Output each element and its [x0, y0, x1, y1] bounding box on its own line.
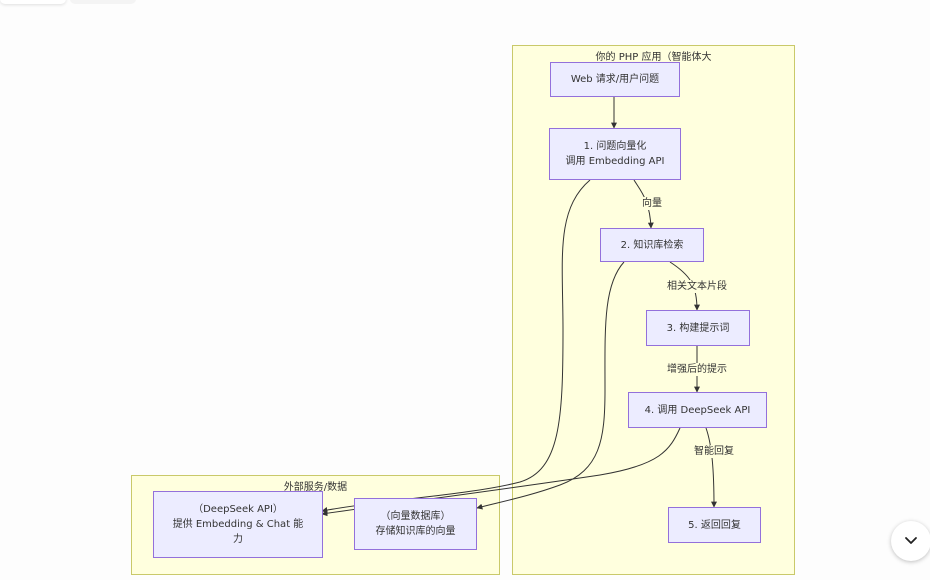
node-deepseek-api-sublabel-cont: 力	[233, 534, 243, 545]
top-tab-chip-secondary[interactable]	[70, 0, 136, 4]
node-vector-database-sublabel: 存储知识库的向量	[375, 526, 456, 537]
node-return-reply[interactable]: 5. 返回回复	[668, 507, 761, 543]
scroll-down-button[interactable]	[891, 521, 930, 561]
node-deepseek-api-sublabel: 提供 Embedding & Chat 能	[172, 519, 304, 530]
cluster-php-app-title: 你的 PHP 应用（智能体大	[595, 52, 712, 63]
node-vectorize-label: 1. 问题向量化	[583, 141, 647, 152]
node-deepseek-api-label: （DeepSeek API）	[193, 504, 283, 515]
node-vector-database[interactable]: （向量数据库） 存储知识库的向量	[354, 498, 477, 550]
node-web-request[interactable]: Web 请求/用户问题	[550, 62, 680, 97]
edge-label-vector: 向量	[641, 197, 663, 210]
node-build-prompt-label: 3. 构建提示词	[666, 322, 730, 334]
edge-label-fragments: 相关文本片段	[666, 280, 728, 293]
chevron-down-icon	[905, 537, 917, 544]
node-call-deepseek-label: 4. 调用 DeepSeek API	[644, 404, 751, 416]
node-knowledge-search[interactable]: 2. 知识库检索	[600, 228, 704, 262]
cluster-external-title: 外部服务/数据	[283, 482, 348, 493]
node-vector-database-label: （向量数据库）	[380, 511, 451, 522]
edge-label-enhanced-prompt: 增强后的提示	[666, 363, 728, 376]
edge-label-smart-reply: 智能回复	[693, 445, 735, 458]
node-return-reply-label: 5. 返回回复	[688, 519, 741, 531]
top-tab-chip[interactable]	[0, 0, 66, 4]
node-vectorize-question[interactable]: 1. 问题向量化 调用 Embedding API	[549, 128, 681, 180]
node-call-deepseek[interactable]: 4. 调用 DeepSeek API	[628, 392, 767, 428]
node-web-request-label: Web 请求/用户问题	[570, 74, 660, 85]
node-build-prompt[interactable]: 3. 构建提示词	[646, 310, 750, 346]
node-vectorize-sublabel: 调用 Embedding API	[565, 156, 665, 167]
node-deepseek-api[interactable]: （DeepSeek API） 提供 Embedding & Chat 能 力	[153, 491, 323, 558]
node-knowledge-search-label: 2. 知识库检索	[620, 239, 684, 251]
